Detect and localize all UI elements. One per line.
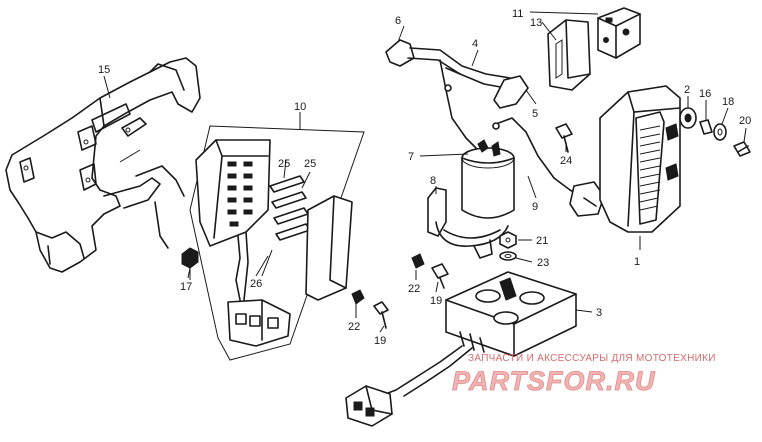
fuse-slots [227,161,253,227]
part-2-collar [679,107,697,129]
callout-15: 15 [98,64,110,76]
part-7-ignition-coil [461,139,515,219]
callout-17: 17 [180,281,192,293]
leader-lines [103,11,747,333]
watermark: ЗАПЧАСТИ И АКСЕССУАРЫ ДЛЯ МОТОТЕХНИКИ PA… [452,353,716,396]
part-25-fuses [269,159,311,241]
callout-numbers: 6 4 5 7 8 9 21 23 3 22 19 24 11 13 1 2 1… [98,8,751,347]
part-13-relay-cover [547,19,591,91]
part-19-bolt-center [431,263,449,289]
part-5-wire [492,117,585,199]
part-18-washer [713,123,727,141]
part-15-frame-bracket [5,57,201,273]
callout-20: 20 [739,115,751,127]
part-9-connector [569,181,605,217]
part-19-bolt-left [373,301,389,329]
callout-22-center: 22 [408,283,420,295]
part-10-group-bracket [189,125,365,361]
callout-10: 10 [294,101,306,113]
part-22-grommet-center [411,253,425,269]
callout-25-right: 25 [304,158,316,170]
part-17-nut [181,247,199,280]
callout-26: 26 [250,278,262,290]
part-1-regulator-rectifier [599,85,681,233]
part-21-nut [499,231,517,249]
part-3-cdi-harness [345,345,473,427]
callout-2: 2 [684,84,690,96]
callout-7: 7 [408,151,414,163]
callout-18: 18 [722,96,734,108]
callout-9: 9 [532,201,538,213]
part-3-cdi-unit [445,271,577,357]
callout-23: 23 [537,257,549,269]
part-11-relay [597,7,641,59]
part-10-fuse-box [195,139,291,347]
callout-22-left: 22 [348,321,360,333]
callout-25-left: 25 [278,158,290,170]
callout-16: 16 [699,88,711,100]
part-26-fuse-cover [261,195,353,301]
callout-6: 6 [395,15,401,27]
callout-4: 4 [472,38,478,50]
part-4-ignition-lead [385,39,529,149]
part-24-screw [555,123,573,153]
watermark-tagline: ЗАПЧАСТИ И АКСЕССУАРЫ ДЛЯ МОТОТЕХНИКИ [468,353,716,364]
callout-13: 13 [530,17,542,29]
part-23-washer [499,251,517,261]
callout-24: 24 [560,155,572,167]
callout-1: 1 [634,256,640,268]
part-20-bolt [733,141,751,157]
callout-21: 21 [536,235,548,247]
callout-5: 5 [532,108,538,120]
callout-19-left: 19 [374,335,386,347]
callout-11: 11 [512,8,523,20]
callout-8: 8 [430,175,436,187]
callout-19-center: 19 [430,295,442,307]
part-22-grommet-left [351,289,365,314]
regulator-fins [639,125,661,211]
part-8-coil-bracket [427,187,509,259]
callout-3: 3 [596,307,602,319]
part-16-spacer [699,119,713,135]
watermark-logo: PARTSFOR.RU [452,366,656,396]
